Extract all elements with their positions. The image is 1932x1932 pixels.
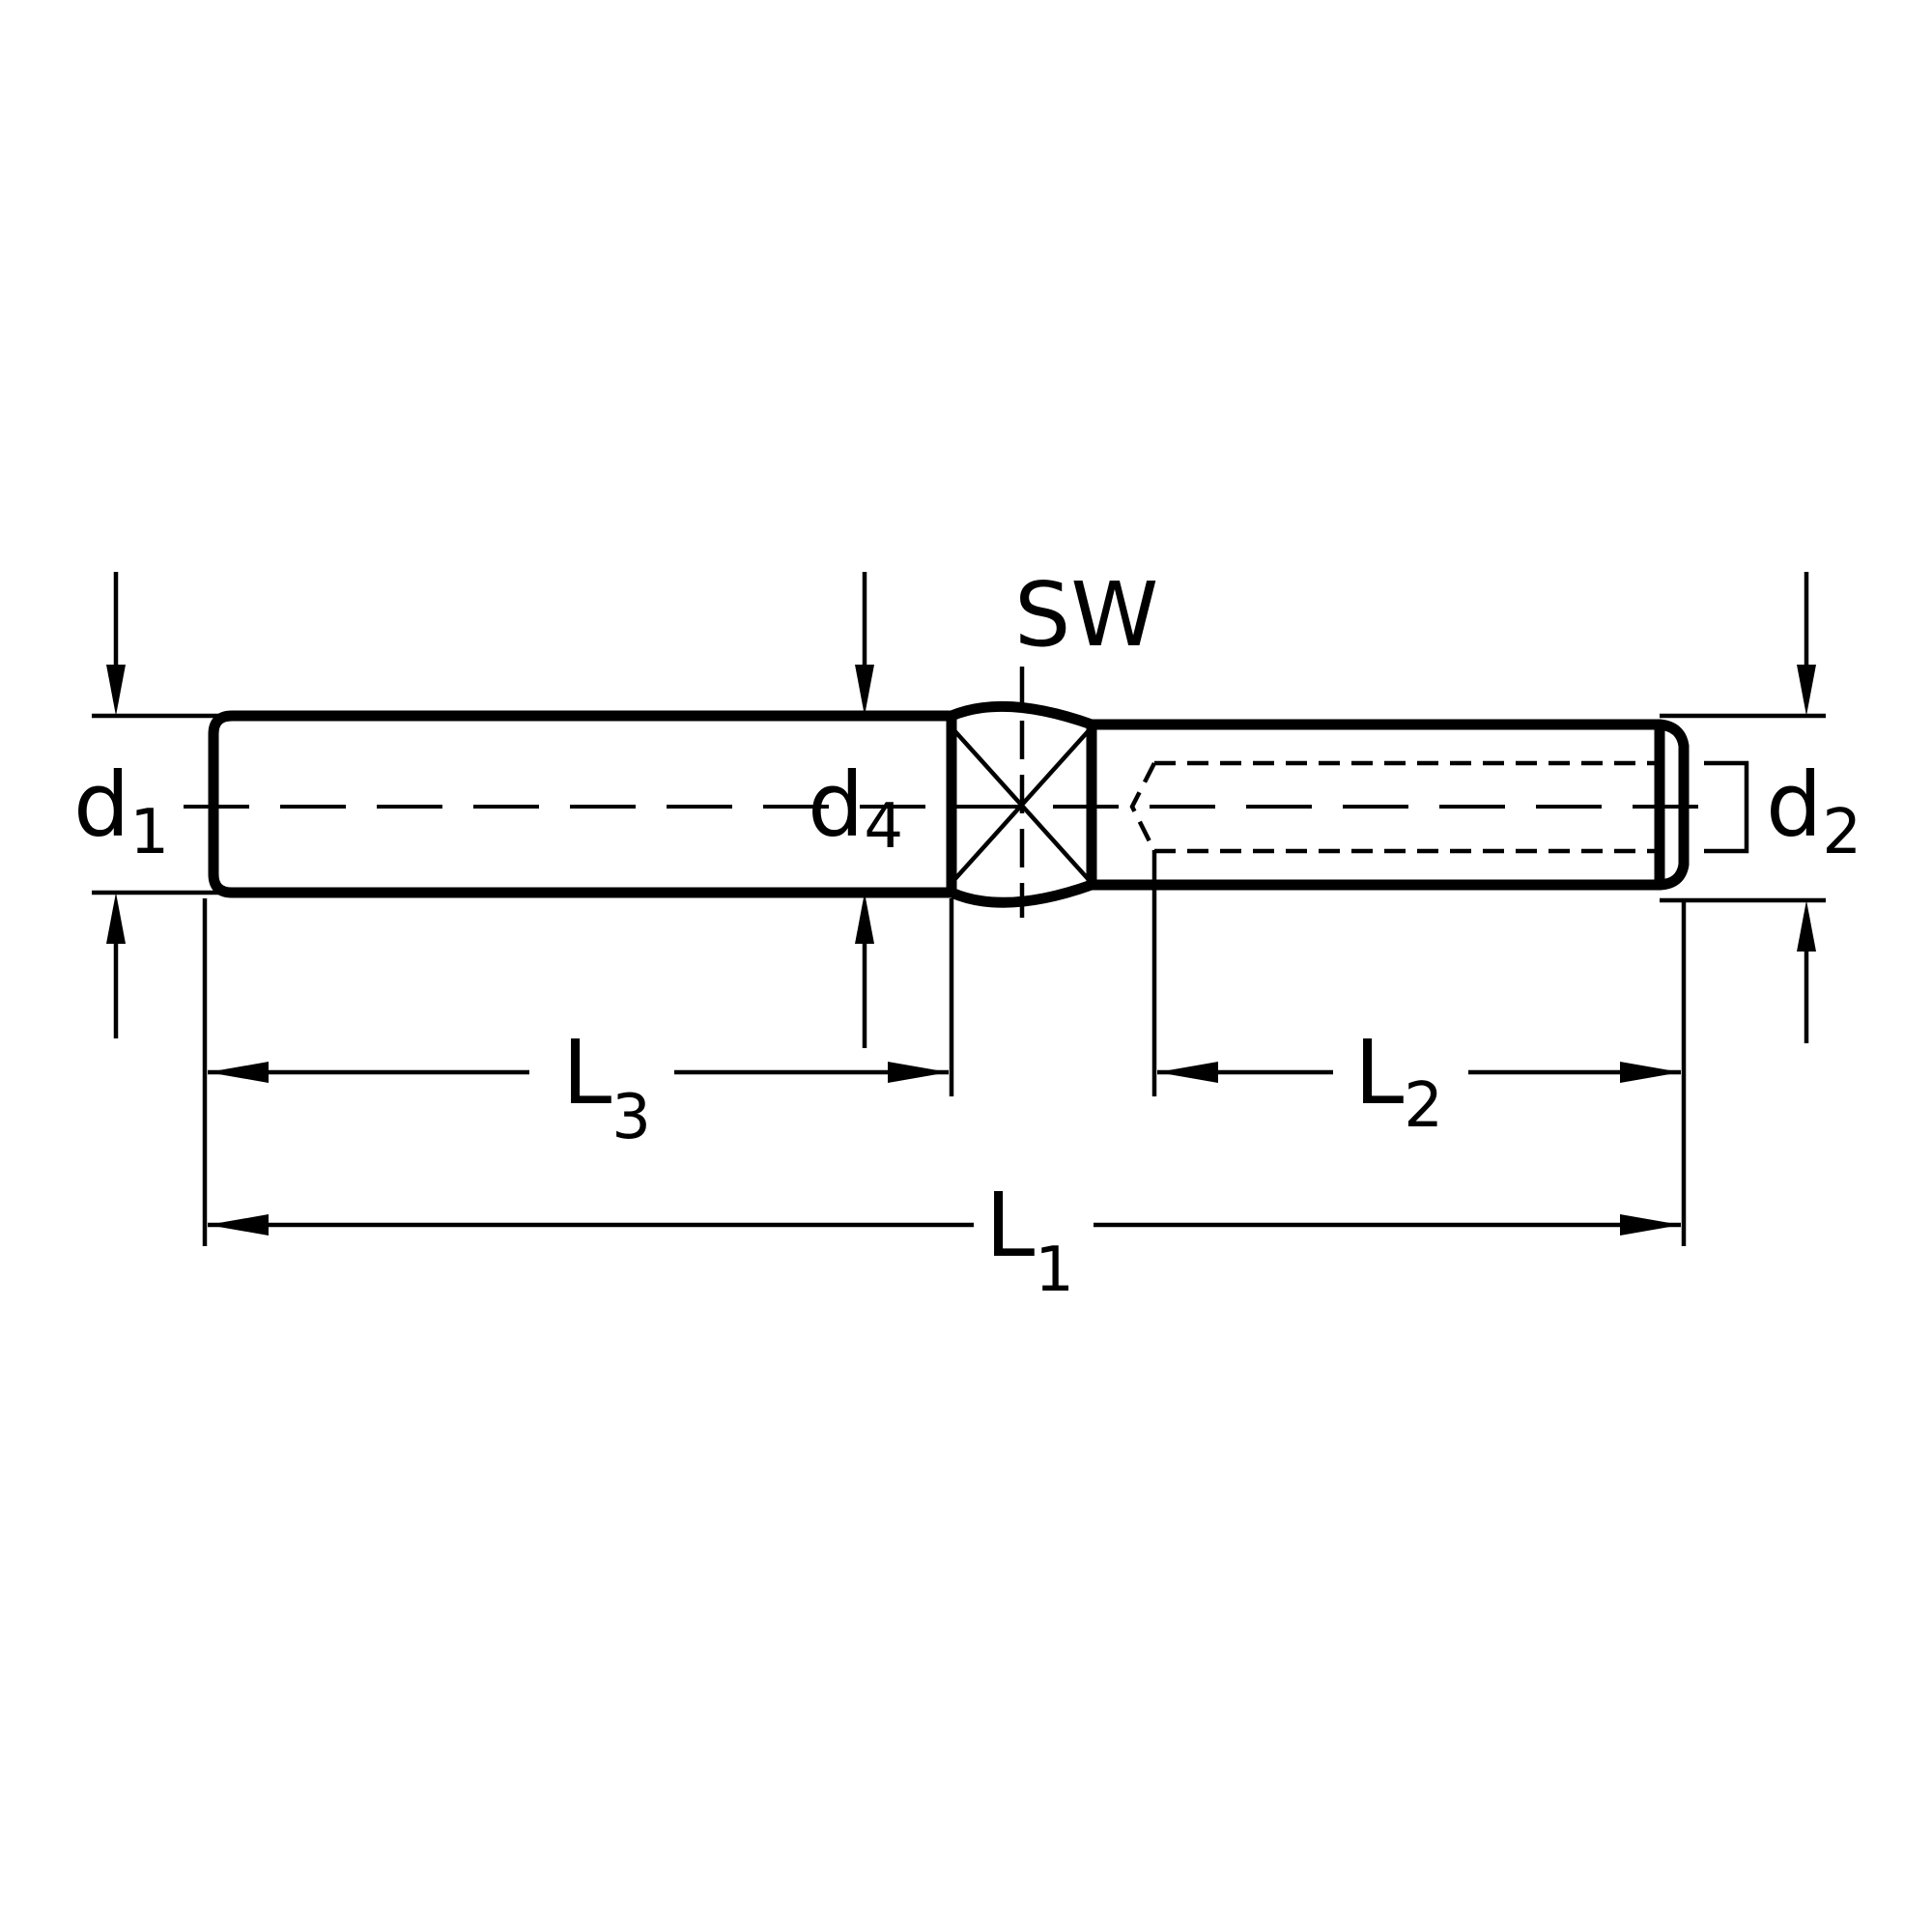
d2-bracket <box>1704 760 1749 854</box>
extension-lines <box>92 713 1826 1246</box>
d1-label: d1 <box>73 753 169 868</box>
sw-label: SW <box>1014 563 1158 667</box>
d2-dimension <box>1797 572 1816 1043</box>
d1-dimension <box>106 572 126 1038</box>
l2-label: L2 <box>1354 1021 1443 1142</box>
part-body <box>208 700 1749 908</box>
l1-label: L1 <box>985 1174 1074 1306</box>
l2-dimension <box>1157 1062 1681 1083</box>
d4-dimension <box>855 572 874 1048</box>
d4-label: d4 <box>808 753 903 863</box>
l3-dimension <box>208 1062 949 1083</box>
d2-label: d2 <box>1766 753 1861 868</box>
threaded-bore-hidden <box>1129 760 1658 854</box>
l1-dimension <box>208 1214 1681 1236</box>
l3-label: L3 <box>562 1021 651 1153</box>
